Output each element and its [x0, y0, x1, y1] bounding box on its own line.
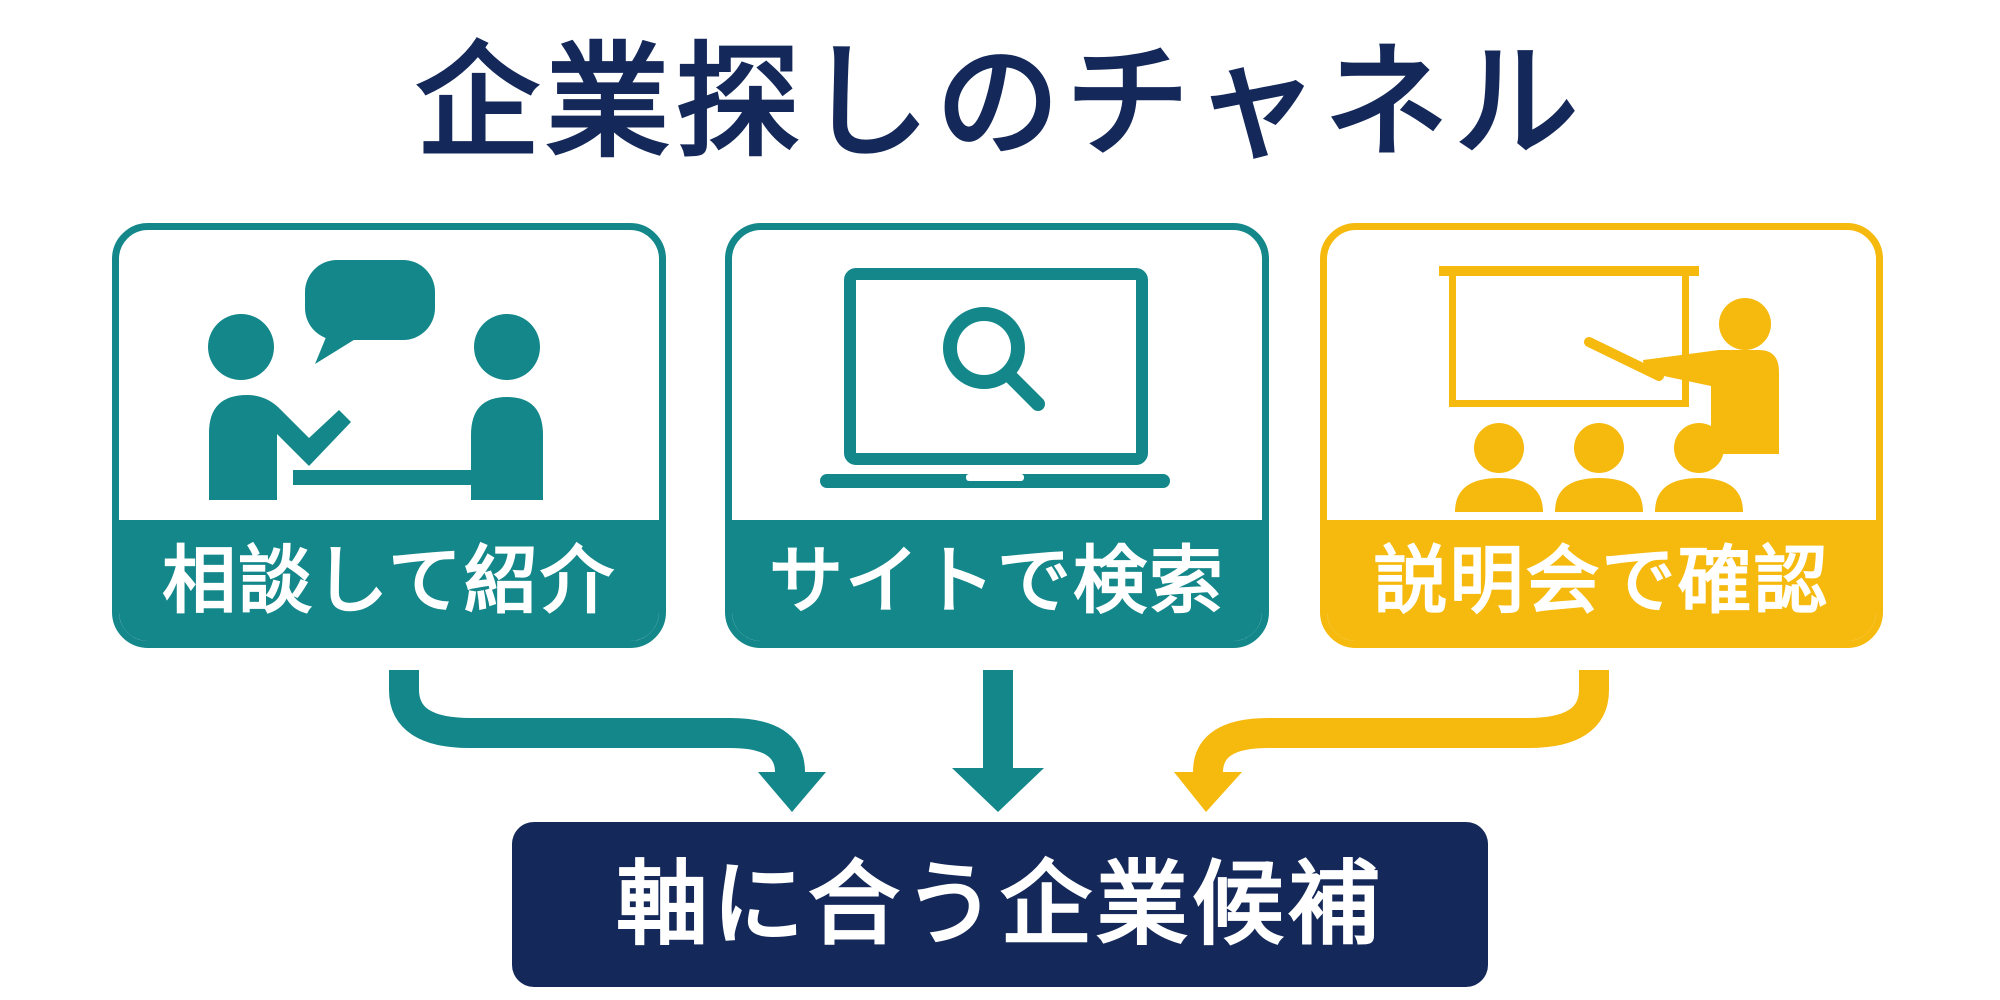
channel-label: サイトで検索 — [732, 520, 1262, 641]
diagram-title: 企業探しのチャネル — [415, 31, 1585, 175]
channel-card-seminar: 説明会で確認 — [1320, 223, 1883, 648]
consultation-people-icon — [119, 230, 659, 520]
arrow-center-head — [952, 768, 1044, 812]
laptop-search-icon — [732, 230, 1262, 520]
result-box: 軸に合う企業候補 — [512, 822, 1488, 987]
channel-label: 説明会で確認 — [1327, 520, 1876, 641]
channel-card-site-search: サイトで検索 — [725, 223, 1269, 648]
channel-card-consultation: 相談して紹介 — [112, 223, 666, 648]
arrow-center — [983, 670, 1013, 772]
arrow-left — [389, 670, 805, 774]
seminar-presentation-icon — [1327, 230, 1876, 520]
arrow-left-head — [758, 772, 826, 812]
arrow-right — [1193, 670, 1609, 774]
channel-label: 相談して紹介 — [119, 520, 659, 641]
arrow-right-head — [1174, 772, 1242, 812]
